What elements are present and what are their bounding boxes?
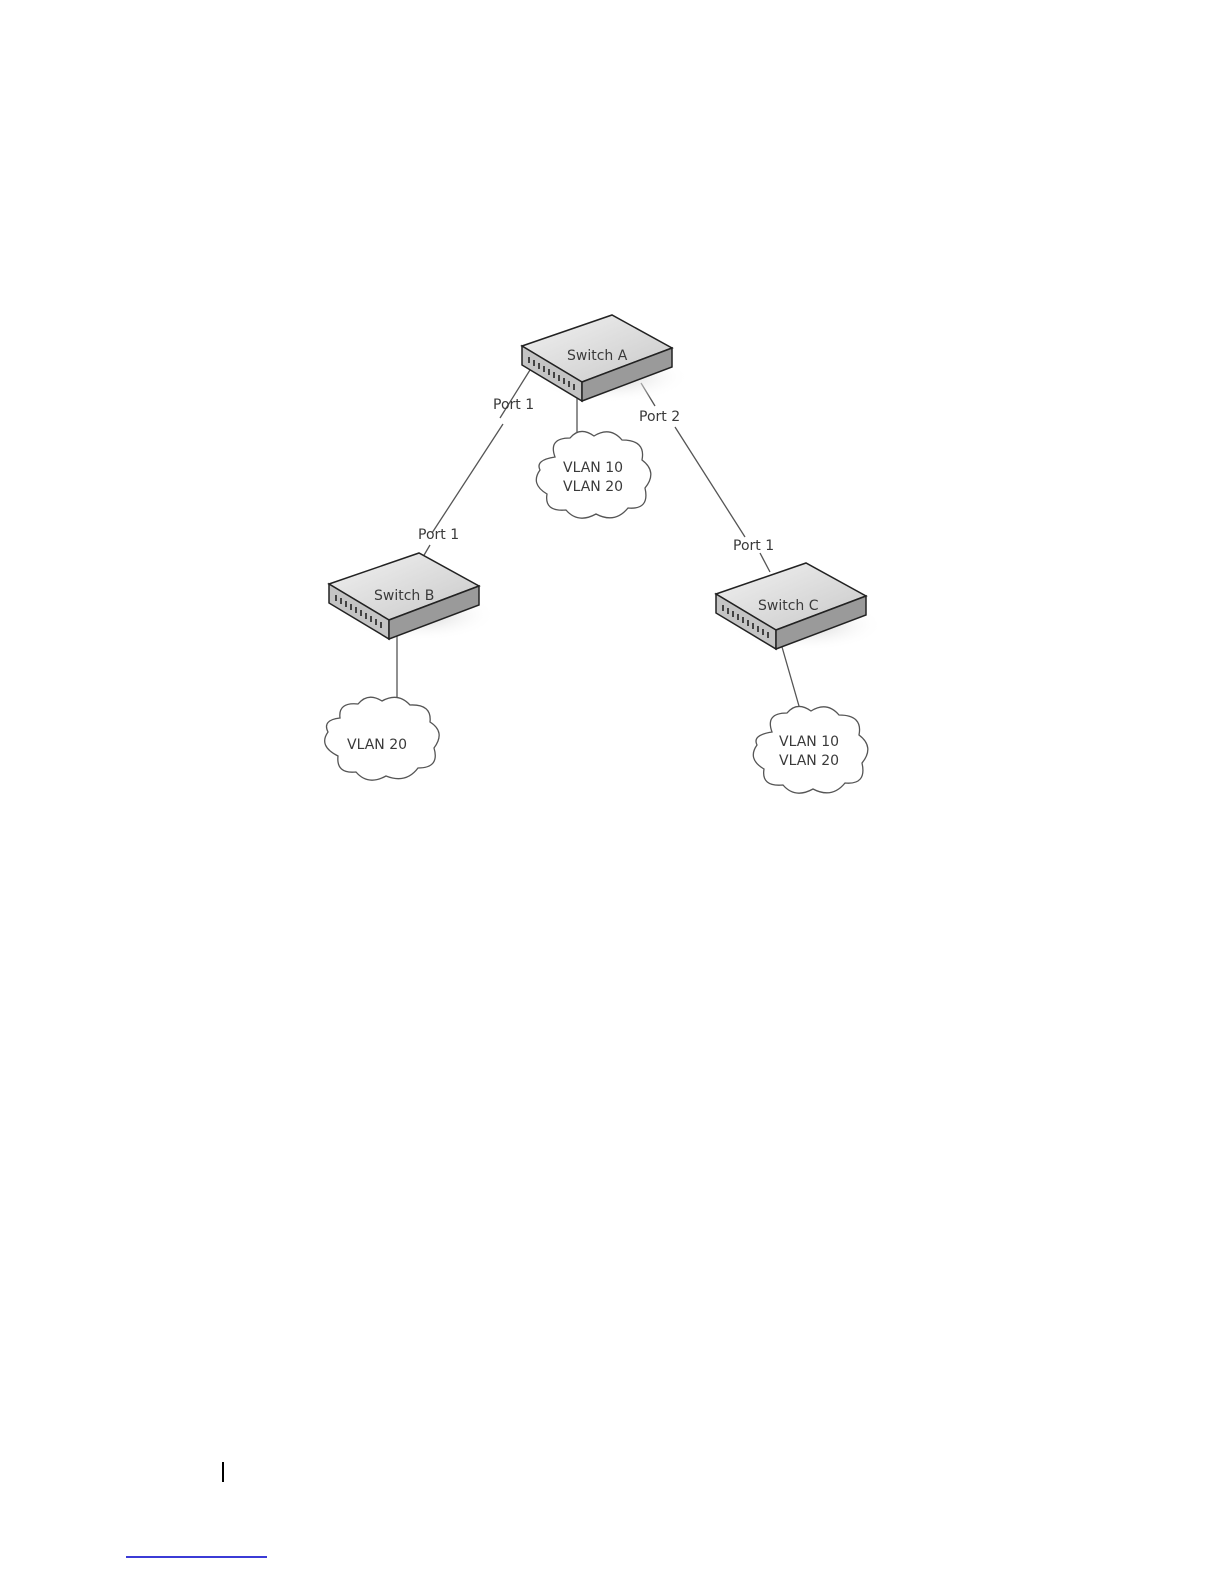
switch-c-label: Switch C (758, 598, 819, 614)
cloud-b-line-1: VLAN 20 (347, 737, 407, 753)
port-label-a-port2: Port 2 (639, 409, 680, 425)
page-margin-bar (222, 1462, 224, 1482)
cloud-a-line-2: VLAN 20 (563, 479, 623, 495)
cloud-a-line-1: VLAN 10 (563, 460, 623, 476)
cloud-c-line-1: VLAN 10 (779, 734, 839, 750)
link-a-to-b-mid (432, 424, 503, 533)
cloud-c-line-2: VLAN 20 (779, 753, 839, 769)
switch-c: Switch C (716, 563, 884, 651)
cloud-switch-a: VLAN 10 VLAN 20 (536, 431, 651, 518)
cloud-switch-c: VLAN 10 VLAN 20 (753, 706, 868, 793)
link-a-to-c-mid (675, 427, 745, 537)
link-c-to-cloud (780, 640, 801, 713)
switch-a: Switch A (522, 315, 690, 403)
port-label-b-port1: Port 1 (418, 527, 459, 543)
port-label-a-port1: Port 1 (493, 397, 534, 413)
link-c-port1-stub (760, 553, 770, 572)
switch-a-label: Switch A (567, 348, 628, 364)
switch-b: Switch B (329, 553, 497, 641)
cloud-switch-b: VLAN 20 (325, 697, 439, 780)
switch-b-label: Switch B (374, 588, 434, 604)
port-label-c-port1: Port 1 (733, 538, 774, 554)
footer-rule (126, 1556, 267, 1558)
